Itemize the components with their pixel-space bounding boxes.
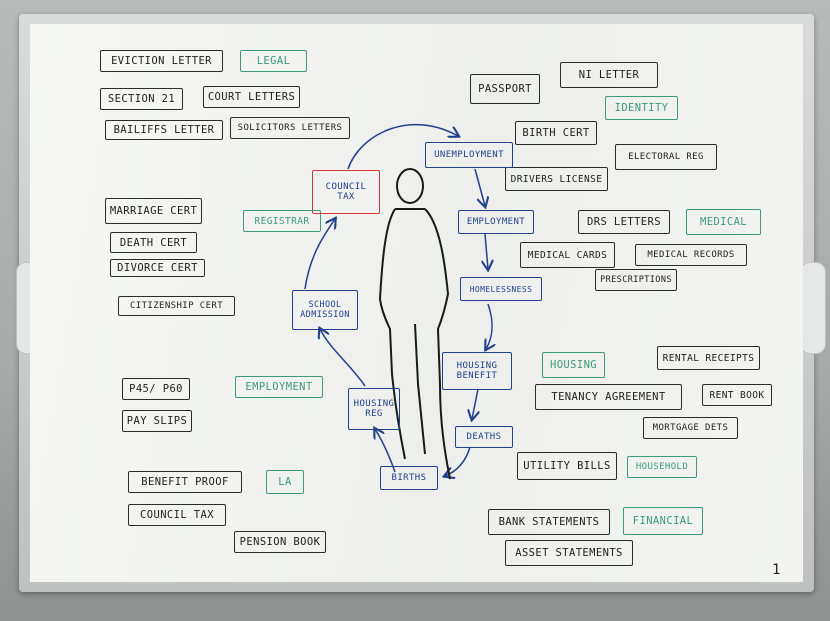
label-medical-records: MEDICAL RECORDS <box>635 244 747 266</box>
right-board-clip <box>800 262 826 354</box>
label-bank-statements: BANK STATEMENTS <box>488 509 610 535</box>
label-benefit-proof: BENEFIT PROOF <box>128 471 242 493</box>
arrow-employment-homelessness <box>485 233 488 269</box>
label-marriage-cert: MARRIAGE CERT <box>105 198 202 224</box>
category-registrar: REGISTRAR <box>243 210 321 232</box>
category-legal: LEGAL <box>240 50 307 72</box>
cycle-council-tax: COUNCIL TAX <box>312 170 380 214</box>
cycle-deaths: DEATHS <box>455 426 513 448</box>
label-prescriptions: PRESCRIPTIONS <box>595 269 677 291</box>
category-household: HOUSEHOLD <box>627 456 697 478</box>
label-death-cert: DEATH CERT <box>110 232 197 253</box>
label-medical-cards: MEDICAL CARDS <box>520 242 615 268</box>
cycle-housing-benefit: HOUSING BENEFIT <box>442 352 512 390</box>
label-pay-slips: PAY SLIPS <box>122 410 192 432</box>
cycle-school-admission: SCHOOL ADMISSION <box>292 290 358 330</box>
category-housing: HOUSING <box>542 352 605 378</box>
label-citizenship-cert: CITIZENSHIP CERT <box>118 296 235 316</box>
cycle-births: BIRTHS <box>380 466 438 490</box>
label-section-21: SECTION 21 <box>100 88 183 110</box>
label-birth-cert: BIRTH CERT <box>515 121 597 145</box>
arrow-housingreg-school <box>320 329 366 387</box>
cycle-homelessness: HOMELESSNESS <box>460 277 542 301</box>
arrow-tax-unemployment <box>347 123 458 170</box>
arrow-school-tax <box>304 219 335 290</box>
label-p45-p60: P45/ P60 <box>122 378 190 400</box>
arrow-homelessness-housingbenefit <box>486 303 492 349</box>
label-mortgage-dets: MORTGAGE DETS <box>643 417 738 439</box>
corner-mark: 1 <box>772 562 781 578</box>
label-bailiffs-letter: BAILIFFS LETTER <box>105 120 223 140</box>
label-divorce-cert: DIVORCE CERT <box>110 259 205 277</box>
person-figure <box>378 168 451 480</box>
label-eviction-letter: EVICTION LETTER <box>100 50 223 72</box>
category-employment: EMPLOYMENT <box>235 376 323 398</box>
label-utility-bills: UTILITY BILLS <box>517 452 617 480</box>
arrow-unemployment-employment <box>474 168 485 206</box>
category-financial: FINANCIAL <box>623 507 703 535</box>
arrow-births-housingreg <box>375 429 396 473</box>
category-medical: MEDICAL <box>686 209 761 235</box>
label-rent-book: RENT BOOK <box>702 384 772 406</box>
cycle-unemployment: UNEMPLOYMENT <box>425 142 513 168</box>
label-council-tax: COUNCIL TAX <box>128 504 226 526</box>
label-pension-book: PENSION BOOK <box>234 531 326 553</box>
whiteboard: EVICTION LETTER LEGAL SECTION 21 COURT L… <box>30 24 803 582</box>
label-rental-receipts: RENTAL RECEIPTS <box>657 346 760 370</box>
label-tenancy-agreement: TENANCY AGREEMENT <box>535 384 682 410</box>
cycle-arrows <box>304 123 803 582</box>
label-court-letters: COURT LETTERS <box>203 86 300 108</box>
category-identity: IDENTITY <box>605 96 678 120</box>
cycle-housing-reg: HOUSING REG <box>348 388 400 430</box>
arrow-deaths-births <box>445 446 471 476</box>
category-la: LA <box>266 470 304 494</box>
label-asset-statements: ASSET STATEMENTS <box>505 540 633 566</box>
label-drs-letters: DRS LETTERS <box>578 210 670 234</box>
arrow-housingbenefit-deaths <box>472 388 478 419</box>
label-drivers-license: DRIVERS LICENSE <box>505 167 608 191</box>
cycle-employment: EMPLOYMENT <box>458 210 534 234</box>
label-passport: PASSPORT <box>470 74 540 104</box>
label-electoral-reg: ELECTORAL REG <box>615 144 717 170</box>
label-solicitors-letters: SOLICITORS LETTERS <box>230 117 350 139</box>
label-ni-letter: NI LETTER <box>560 62 658 88</box>
